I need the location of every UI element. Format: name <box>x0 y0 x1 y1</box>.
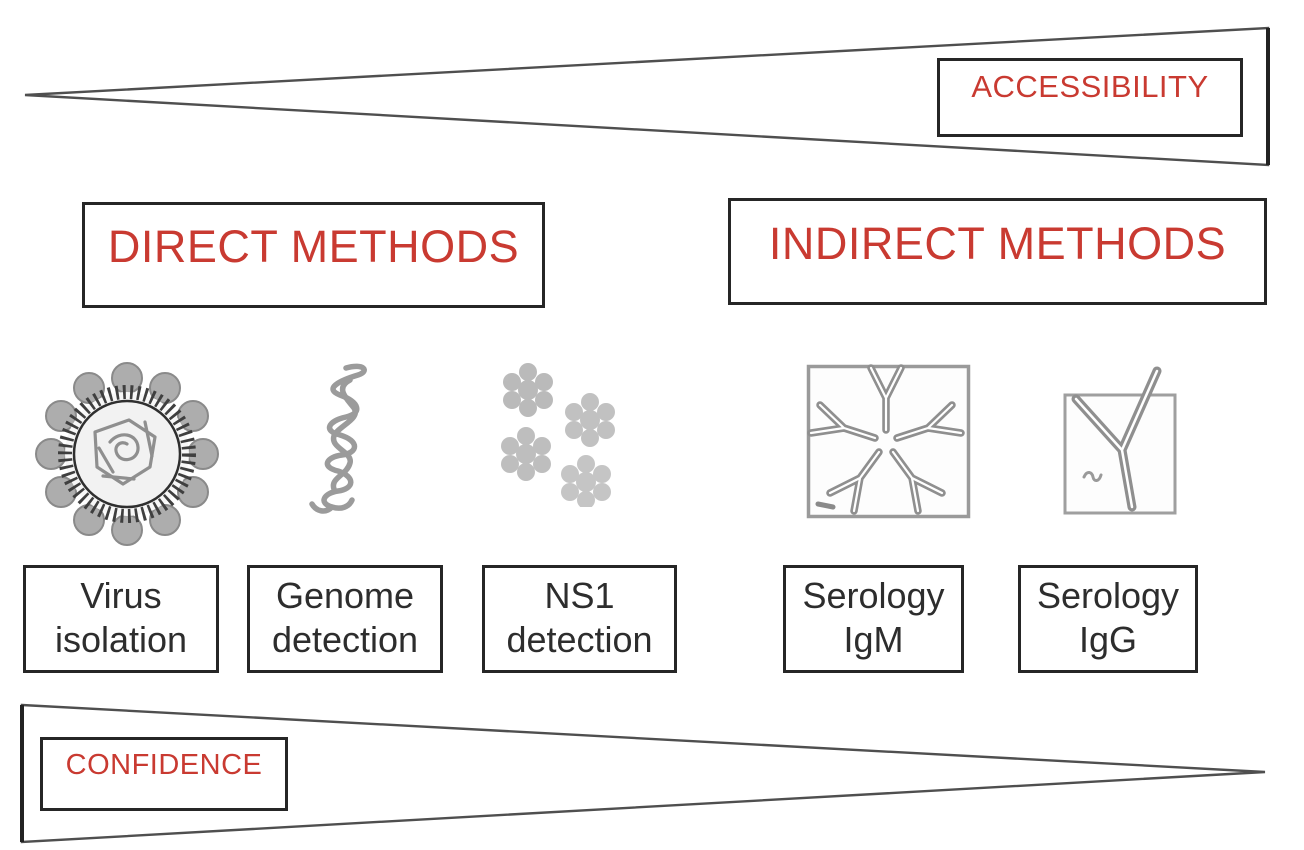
indirect-methods-header: INDIRECT METHODS <box>728 198 1267 305</box>
method-box-serology-igg: Serology IgG <box>1018 565 1198 673</box>
method-label-line2: detection <box>506 619 653 660</box>
method-label-line1: Virus <box>80 575 162 616</box>
method-label-line1: Genome <box>275 575 415 616</box>
method-label-line2: IgG <box>1078 619 1138 660</box>
method-label-line2: detection <box>271 619 419 660</box>
accessibility-wedge <box>24 26 1270 167</box>
method-box-serology-igm: Serology IgM <box>783 565 964 673</box>
indirect-methods-label: INDIRECT METHODS <box>768 217 1227 269</box>
method-box-genome-detection: Genome detection <box>247 565 443 673</box>
method-label-line1: NS1 <box>544 575 615 616</box>
method-box-ns1-detection: NS1 detection <box>482 565 677 673</box>
method-label-line2: isolation <box>54 619 188 660</box>
direct-methods-label: DIRECT METHODS <box>107 221 520 272</box>
method-label-line1: Serology <box>802 575 945 616</box>
direct-methods-header: DIRECT METHODS <box>82 202 545 308</box>
accessibility-label: ACCESSIBILITY <box>971 69 1209 104</box>
method-box-virus-isolation: Virus isolation <box>23 565 219 673</box>
confidence-label: CONFIDENCE <box>65 749 263 781</box>
accessibility-banner: ACCESSIBILITY <box>937 58 1243 137</box>
method-label-line1: Serology <box>1036 575 1180 616</box>
confidence-banner: CONFIDENCE <box>40 737 288 811</box>
confidence-wedge <box>20 703 1266 844</box>
method-label-line2: IgM <box>843 619 904 660</box>
